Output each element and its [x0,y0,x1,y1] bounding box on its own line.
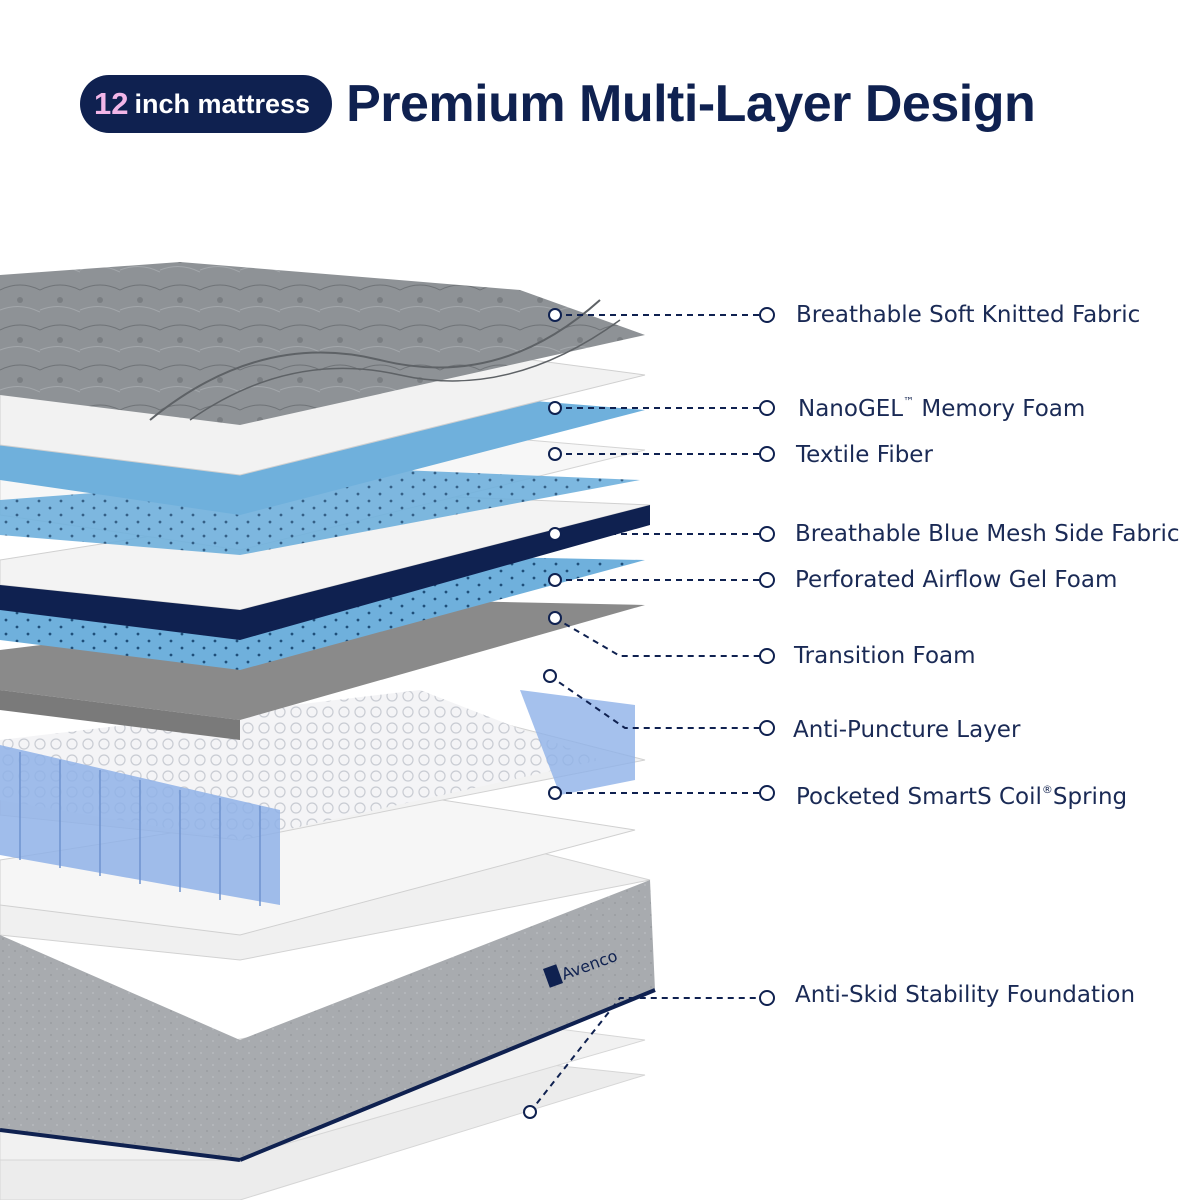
leader-puncture [549,675,760,729]
coil-column-group [19,752,261,906]
label-textile-fiber: Textile Fiber [796,442,933,468]
coil-block-side [520,690,635,795]
marker-coil-start [548,786,562,800]
marker-mesh-end [759,526,775,542]
marker-airflow-end [759,572,775,588]
label-mesh-fabric: Breathable Blue Mesh Side Fabric [795,521,1180,547]
transition-foam [0,600,645,720]
marker-knit-end [759,307,775,323]
leader-transition [554,617,760,657]
header: 12 inch mattress Premium Multi-Layer Des… [80,74,1036,134]
brand-logo-mark [543,964,563,988]
marker-textile-start [548,447,562,461]
marker-puncture-start [543,669,557,683]
marker-foundation-end [759,990,775,1006]
badge-text: inch mattress [134,88,311,119]
marker-airflow-start [548,573,562,587]
marker-transition-end [759,648,775,664]
marker-mesh-start [548,527,562,541]
label-nanogel-foam: NanoGEL™ Memory Foam [798,395,1086,422]
badge-number: 12 [94,86,129,121]
marker-foundation-start [523,1105,537,1119]
foundation-side [240,880,655,1160]
knit-wave-pattern-2 [189,319,621,421]
knit-fabric-top [0,262,645,425]
marker-knit-start [548,308,562,322]
leader-markers [523,307,775,1119]
marker-coil-end [759,785,775,801]
label-transition-foam: Transition Foam [794,643,976,669]
transition-foam-edge [0,690,240,740]
mesh-fabric-band [0,505,650,640]
marker-puncture-end [759,720,775,736]
label-airflow-gel-foam: Perforated Airflow Gel Foam [795,567,1118,593]
page-title: Premium Multi-Layer Design [346,75,1036,133]
marker-textile-end [759,446,775,462]
label-anti-puncture: Anti-Puncture Layer [793,717,1021,743]
foundation-trim-side [239,988,656,1162]
marker-transition-start [548,611,562,625]
label-coil-spring: Pocketed SmartS Coil®Spring [796,783,1128,810]
marker-nanogel-start [548,401,562,415]
label-foundation: Anti-Skid Stability Foundation [795,982,1136,1008]
label-knit-fabric: Breathable Soft Knitted Fabric [796,302,1141,328]
leader-lines [529,314,760,1113]
foundation-trim [0,1128,241,1162]
leader-foundation [529,997,760,1113]
marker-nanogel-end [759,400,775,416]
foundation-front [0,935,240,1160]
size-badge: 12 inch mattress [80,75,333,133]
knit-wave-pattern [149,299,601,421]
